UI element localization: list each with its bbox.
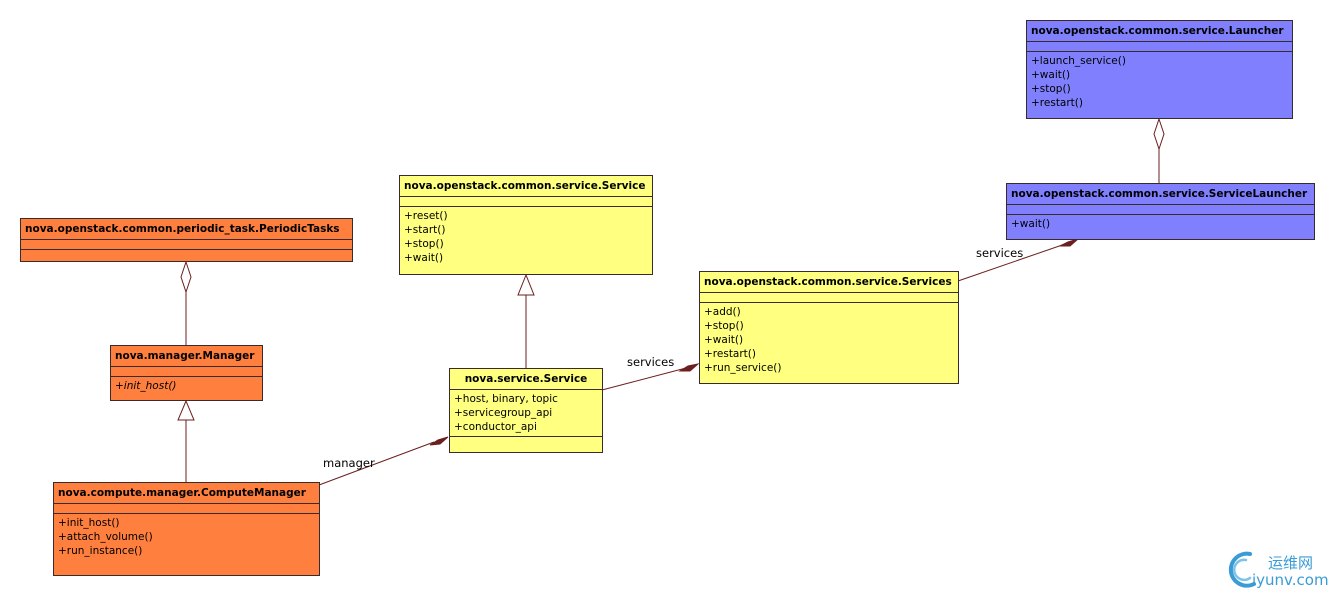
class-attributes — [111, 367, 262, 377]
watermark-url: iyunv.com — [1252, 571, 1329, 589]
composition-edge-manager — [318, 441, 435, 486]
class-compute-manager[interactable]: nova.compute.manager.ComputeManager +ini… — [53, 482, 320, 576]
class-name: nova.openstack.common.service.ServiceLau… — [1007, 184, 1314, 205]
edge-label-services-mid: services — [627, 355, 675, 369]
composition-diamond-services-top — [1059, 238, 1079, 247]
class-attributes — [400, 197, 652, 207]
class-name: nova.openstack.common.periodic_task.Peri… — [21, 219, 352, 240]
class-launcher[interactable]: nova.openstack.common.service.Launcher +… — [1026, 20, 1293, 119]
class-name: nova.openstack.common.service.Service — [400, 176, 652, 197]
operation: +start() — [404, 224, 446, 236]
class-attributes — [21, 240, 352, 250]
operation: +stop() — [704, 320, 744, 332]
class-operations — [21, 250, 352, 258]
class-attributes: +host, binary, topic +servicegroup_api +… — [450, 390, 602, 437]
edge-label-manager: manager — [323, 456, 375, 470]
operation: +wait() — [704, 334, 744, 346]
class-operations: +init_host() — [111, 377, 262, 395]
class-attributes — [54, 504, 319, 514]
class-periodic-tasks[interactable]: nova.openstack.common.periodic_task.Peri… — [20, 218, 353, 262]
class-operations: +reset() +start() +stop() +wait() — [400, 207, 652, 267]
operation: +attach_volume() — [58, 531, 153, 543]
class-service-launcher[interactable]: nova.openstack.common.service.ServiceLau… — [1006, 183, 1315, 240]
class-operations — [450, 437, 602, 445]
watermark-text: 运维网 — [1268, 554, 1314, 572]
edge-label-services-top: services — [976, 246, 1024, 260]
class-nova-service[interactable]: nova.service.Service +host, binary, topi… — [449, 368, 603, 453]
operation: +wait() — [404, 252, 444, 264]
class-name: nova.openstack.common.service.Services — [700, 272, 958, 293]
class-name: nova.service.Service — [450, 369, 602, 390]
class-manager[interactable]: nova.manager.Manager +init_host() — [110, 345, 263, 401]
operation: +stop() — [1031, 83, 1071, 95]
aggregation-diamond-launcher — [1153, 117, 1165, 151]
class-operations: +wait() — [1007, 215, 1314, 233]
aggregation-diamond-periodic — [180, 260, 192, 294]
operation: +wait() — [1031, 69, 1071, 81]
class-operations: +init_host() +attach_volume() +run_insta… — [54, 514, 319, 560]
composition-diamond-services-mid — [678, 363, 700, 372]
operation: +init_host() — [115, 380, 177, 392]
operation: +init_host() — [58, 517, 120, 529]
composition-diamond-manager — [429, 436, 449, 446]
attribute: +conductor_api — [454, 421, 537, 433]
operation: +restart() — [1031, 97, 1083, 109]
operation: +reset() — [404, 210, 448, 222]
class-operations: +launch_service() +wait() +stop() +resta… — [1027, 52, 1292, 112]
class-name: nova.compute.manager.ComputeManager — [54, 483, 319, 504]
operation: +wait() — [1011, 218, 1051, 230]
generalization-arrow-manager — [177, 399, 195, 421]
attribute: +host, binary, topic — [454, 393, 558, 405]
class-attributes — [1027, 42, 1292, 52]
class-operations: +add() +stop() +wait() +restart() +run_s… — [700, 303, 958, 377]
operation: +restart() — [704, 348, 756, 360]
operation: +run_service() — [704, 362, 782, 374]
operation: +add() — [704, 306, 741, 318]
composition-edge-services-top — [957, 242, 1069, 282]
operation: +launch_service() — [1031, 55, 1126, 67]
generalization-arrow-service — [517, 273, 535, 296]
class-name: nova.openstack.common.service.Launcher — [1027, 21, 1292, 42]
operation: +stop() — [404, 238, 444, 250]
composition-edge-services-mid — [601, 367, 687, 391]
class-attributes — [1007, 205, 1314, 215]
watermark-logo-icon — [1228, 551, 1256, 588]
class-name: nova.manager.Manager — [111, 346, 262, 367]
operation: +run_instance() — [58, 545, 143, 557]
class-common-service[interactable]: nova.openstack.common.service.Service +r… — [399, 175, 653, 275]
class-services[interactable]: nova.openstack.common.service.Services +… — [699, 271, 959, 384]
attribute: +servicegroup_api — [454, 407, 553, 419]
class-attributes — [700, 293, 958, 303]
